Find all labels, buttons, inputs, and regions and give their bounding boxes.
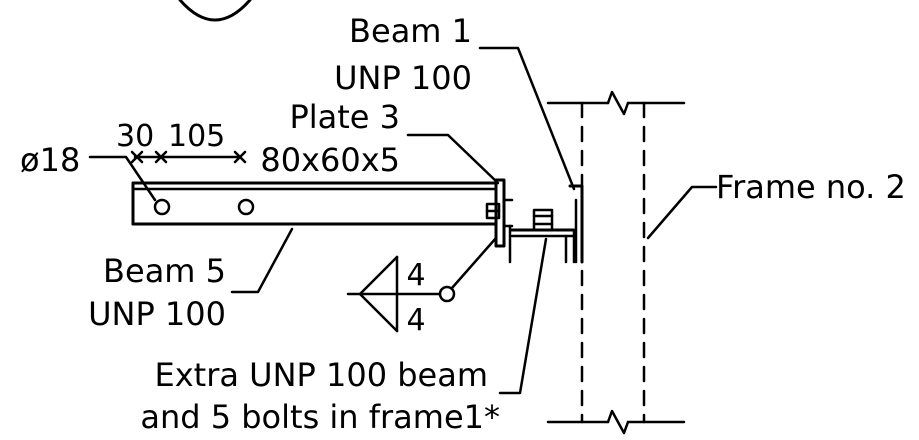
leader-beam1 xyxy=(478,46,576,191)
beam5-profile-label: UNP 100 xyxy=(88,295,226,333)
leader-beam5 xyxy=(230,227,294,294)
bolt-left xyxy=(485,202,501,220)
weld-symbol xyxy=(346,236,498,333)
leader-hole xyxy=(88,155,157,202)
beam-1 xyxy=(568,184,584,264)
dim-30-label: 30 xyxy=(116,119,154,154)
weld-bottom-size: 4 xyxy=(406,303,425,338)
leader-extra xyxy=(498,237,548,395)
plate3-name-label: Plate 3 xyxy=(289,98,400,136)
extra-channel xyxy=(510,228,576,264)
plate3-size-label: 80x60x5 xyxy=(260,141,400,179)
beam1-name-label: Beam 1 xyxy=(349,12,472,50)
bolt-right xyxy=(532,208,554,232)
extra-bolts-label: and 5 bolts in frame1* xyxy=(140,398,500,436)
dimension-line xyxy=(130,150,247,164)
bolt-hole-2 xyxy=(237,198,255,216)
leader-plate3 xyxy=(406,133,500,185)
leader-frame xyxy=(646,185,718,240)
beam1-profile-label: UNP 100 xyxy=(334,59,472,97)
plate-3 xyxy=(494,178,514,264)
frame-label: Frame no. 2 xyxy=(716,168,906,206)
bolt-hole-1 xyxy=(153,198,171,216)
detail-circle-arc xyxy=(178,0,252,22)
beam5-name-label: Beam 5 xyxy=(103,252,226,290)
hole-diameter-label: ø18 xyxy=(20,141,80,179)
extra-beam-label: Extra UNP 100 beam xyxy=(155,356,489,394)
weld-top-size: 4 xyxy=(406,258,425,293)
beam-5 xyxy=(131,181,498,226)
dim-105-label: 105 xyxy=(168,119,225,154)
frame-column xyxy=(546,90,686,435)
